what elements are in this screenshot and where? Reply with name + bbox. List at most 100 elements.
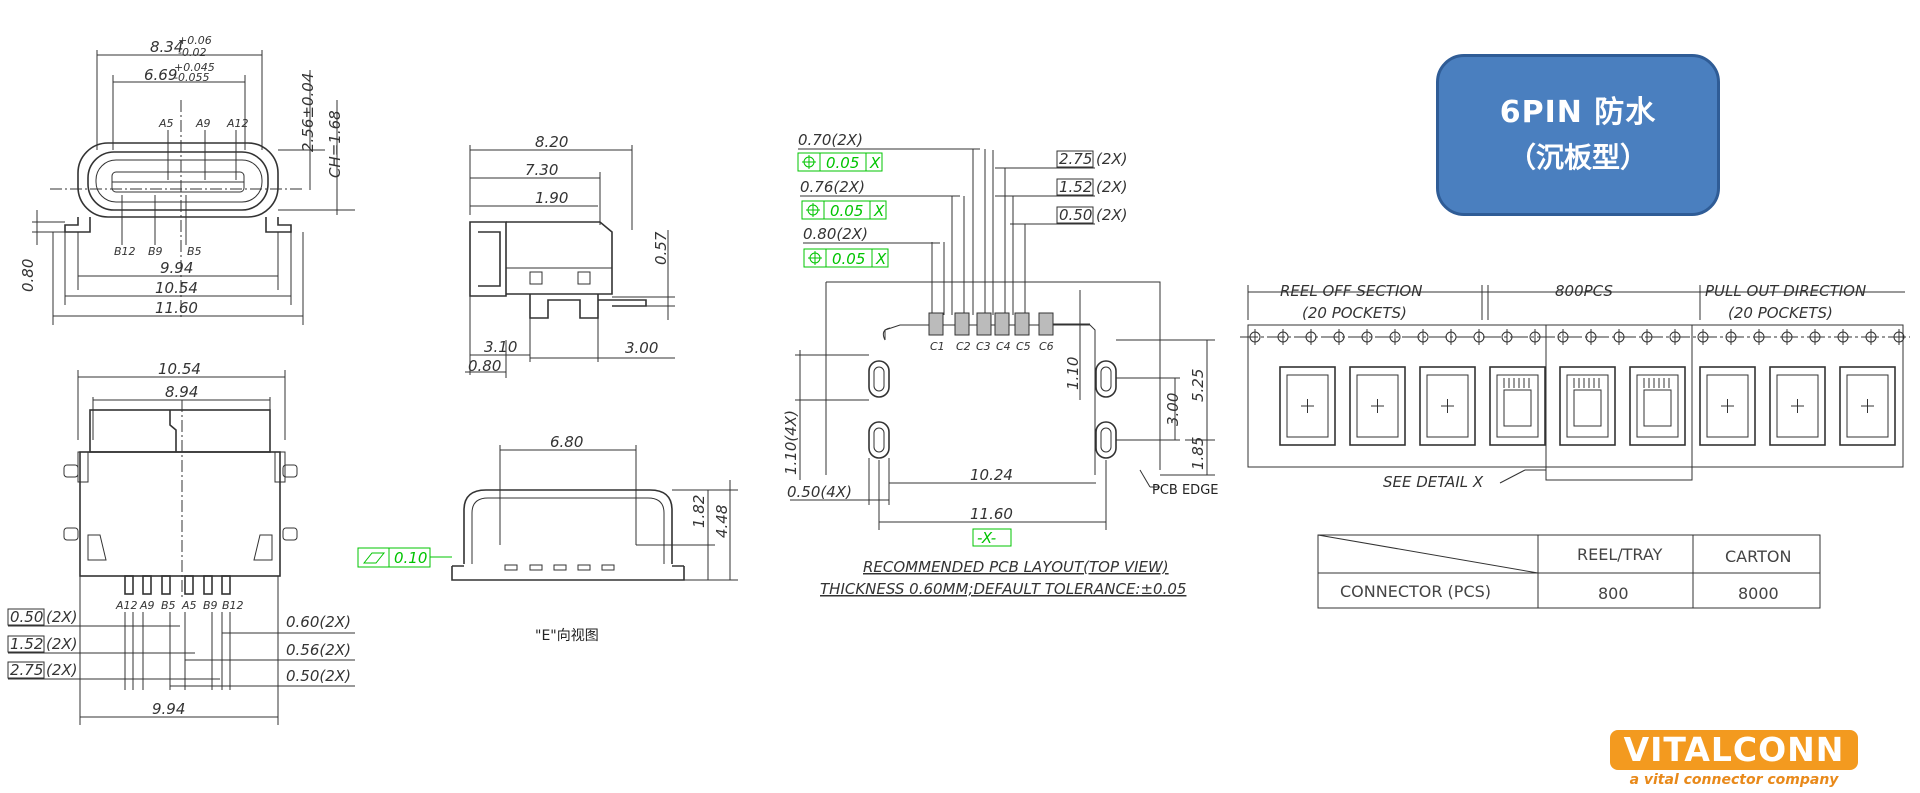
- side-dim-3-10: 3.10: [484, 338, 517, 356]
- table-col-carton: CARTON: [1725, 547, 1791, 566]
- tape-pocket: [1349, 366, 1406, 446]
- tape-pocket: [1279, 366, 1336, 446]
- dim-height: 2.56±0.04: [299, 73, 317, 152]
- e-dim-6-80: 6.80: [550, 433, 583, 451]
- pcb-callout-3-tol: 0.05: [832, 250, 865, 268]
- pcb-caption-1: RECOMMENDED PCB LAYOUT(TOP VIEW): [863, 558, 1169, 576]
- tape-pocket: [1559, 366, 1616, 446]
- top-pin-b9: B9: [203, 599, 218, 612]
- pcb-caption-2: THICKNESS 0.60MM;DEFAULT TOLERANCE:±0.05: [820, 580, 1186, 598]
- top-dim-10-54: 10.54: [158, 360, 201, 378]
- pcb-datum-x: -X-: [977, 529, 996, 547]
- table-cell-reel: 800: [1598, 584, 1629, 603]
- top-right-dim-3: 0.50(2X): [286, 667, 351, 685]
- pin-label-b5: B5: [187, 245, 202, 258]
- dim-inner-tol-lower: -0.055: [174, 71, 209, 84]
- front-view: 8.34 +0.06 -0.02 6.69 +0.045 -0.055 A5 A…: [19, 34, 355, 325]
- pin-label-a12: A12: [226, 117, 249, 130]
- e-view: 6.80 1.82 4.48 0.10 "E"向视图: [357, 433, 738, 644]
- pcb-dim-1-85: 1.85: [1189, 437, 1207, 470]
- pin-label-b9: B9: [148, 245, 163, 258]
- pcb-callout-3-label: 0.80(2X): [803, 225, 868, 243]
- side-dim-0-80: 0.80: [468, 357, 501, 375]
- pad-c3: C3: [976, 340, 991, 353]
- logo-wordmark: VITALCONN: [1610, 730, 1858, 770]
- pcb-dim-10-24: 10.24: [970, 466, 1013, 484]
- pcb-callout-3-datum: X: [875, 250, 887, 268]
- packing-table: REEL/TRAY CARTON CONNECTOR (PCS) 800 800…: [1317, 534, 1821, 609]
- side-dim-7-30: 7.30: [525, 161, 558, 179]
- pin-label-b12: B12: [114, 245, 136, 258]
- pcb-callout-1-label: 0.70(2X): [798, 131, 863, 149]
- top-pin-a12: A12: [115, 599, 138, 612]
- top-pin-b12: B12: [222, 599, 244, 612]
- tape-pocket: [1419, 366, 1476, 446]
- top-pin-a5: A5: [181, 599, 197, 612]
- top-dim-8-94: 8.94: [165, 383, 198, 401]
- title-line-1: 6PIN 防水: [1499, 95, 1657, 130]
- dim-ch: CH=1.68: [326, 110, 344, 178]
- top-pin-b5: B5: [161, 599, 176, 612]
- dim-inner-tol-upper: +0.045: [174, 61, 215, 74]
- reel-detail: SEE DETAIL X: [1383, 473, 1484, 491]
- dim-9-94: 9.94: [160, 259, 193, 277]
- pcb-dim-5-25: 5.25: [1189, 369, 1207, 402]
- pcb-dim-0-50-4x: 0.50(4X): [787, 483, 852, 501]
- dim-10-54: 10.54: [155, 279, 198, 297]
- dim-inner: 6.69: [144, 66, 177, 84]
- pad-c1: C1: [930, 340, 945, 353]
- pcb-callout-2-datum: X: [873, 202, 885, 220]
- pin-label-a5: A5: [158, 117, 174, 130]
- dim-width-tol-upper: +0.06: [178, 34, 212, 47]
- title-badge: 6PIN 防水 （沉板型）: [1436, 54, 1720, 216]
- table-row-label: CONNECTOR (PCS): [1340, 582, 1491, 601]
- logo-tagline: a vital connector company: [1629, 772, 1839, 788]
- vitalconn-logo: VITALCONN a vital connector company: [1610, 730, 1860, 792]
- pcb-dim-1-10-4x: 1.10(4X): [782, 410, 800, 475]
- top-left-dim-2-value: 1.52: [10, 635, 43, 653]
- pcb-callout-2-tol: 0.05: [830, 202, 863, 220]
- dim-11-60: 11.60: [155, 299, 198, 317]
- tape-pocket: [1699, 366, 1756, 446]
- reel-left-pockets: (20 POCKETS): [1302, 304, 1407, 322]
- table-cell-carton: 8000: [1738, 584, 1779, 603]
- tape-pocket: [1489, 366, 1546, 446]
- pcb-right-2-suffix: (2X): [1096, 178, 1128, 196]
- reel-right-pockets: (20 POCKETS): [1728, 304, 1833, 322]
- tape-pocket: [1769, 366, 1826, 446]
- top-pin-a9: A9: [139, 599, 155, 612]
- e-view-caption: "E"向视图: [535, 628, 599, 644]
- top-right-dim-2: 0.56(2X): [286, 641, 351, 659]
- sprocket-holes: [1249, 329, 1905, 345]
- table-col-reel-tray: REEL/TRAY: [1577, 545, 1663, 564]
- pcb-right-3-suffix: (2X): [1096, 206, 1128, 224]
- pin-label-a9: A9: [195, 117, 211, 130]
- reel-diagram: REEL OFF SECTION (20 POCKETS) 800PCS PUL…: [1240, 282, 1910, 491]
- dim-width-tol-lower: -0.02: [178, 46, 206, 59]
- reel-right-section: PULL OUT DIRECTION: [1705, 282, 1866, 300]
- title-line-2: （沉板型）: [1507, 141, 1648, 174]
- pockets: [1279, 366, 1896, 446]
- side-dim-1-90: 1.90: [535, 189, 568, 207]
- pcb-right-1-value: 2.75: [1059, 150, 1092, 168]
- dim-0-80: 0.80: [19, 259, 37, 292]
- top-left-dim-1-value: 0.50: [10, 608, 43, 626]
- pcb-layout: 0.70(2X) 0.05 X 0.76(2X) 0.05 X 0.80(2X)…: [782, 131, 1218, 598]
- top-view: 10.54 8.94 A12 A9 B5 A5 B9 B12: [7, 360, 355, 725]
- pcb-right-1-suffix: (2X): [1096, 150, 1128, 168]
- pad-c5: C5: [1016, 340, 1031, 353]
- tape-pocket: [1839, 366, 1896, 446]
- pcb-dim-11-60: 11.60: [970, 505, 1013, 523]
- pad-c2: C2: [956, 340, 971, 353]
- top-right-dim-1: 0.60(2X): [286, 613, 351, 631]
- pcb-callout-1-datum: X: [869, 154, 881, 172]
- side-dim-0-57: 0.57: [652, 231, 670, 265]
- pcb-dim-3-00: 3.00: [1164, 393, 1182, 426]
- reel-middle: 800PCS: [1555, 282, 1613, 300]
- top-left-dim-1-suffix: (2X): [46, 608, 78, 626]
- side-view: 8.20 7.30 1.90 0.57 3.10 3.00 0.80: [465, 133, 675, 378]
- top-dim-9-94: 9.94: [152, 700, 185, 718]
- pad-c6: C6: [1039, 340, 1054, 353]
- pad-c4: C4: [996, 340, 1011, 353]
